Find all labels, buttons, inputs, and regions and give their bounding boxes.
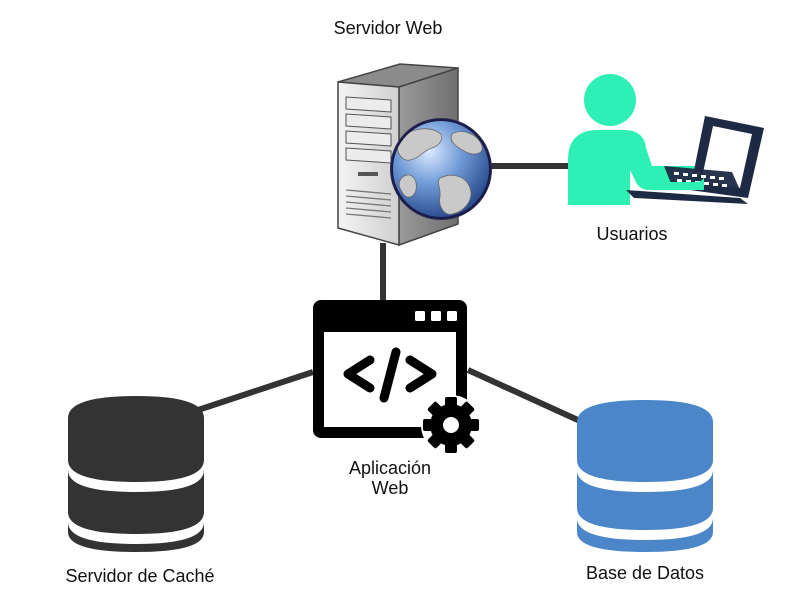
web-server-label: Servidor Web [333, 18, 443, 38]
code-window-gear-icon [313, 300, 481, 455]
blue-database-icon [577, 400, 713, 552]
user-at-laptop-icon [568, 74, 764, 205]
globe-icon [390, 118, 492, 220]
connectors [191, 163, 582, 424]
code-brackets-icon [343, 347, 437, 403]
connector-app-database [466, 367, 582, 424]
web-app-label-line2: Web [371, 478, 409, 498]
window-dots [415, 311, 457, 321]
gear-icon [421, 395, 481, 455]
database-label: Base de Datos [585, 563, 705, 583]
web-app-label-line1: Aplicación [348, 458, 432, 478]
cache-server-label: Servidor de Caché [65, 566, 215, 586]
user-head [584, 74, 636, 126]
laptop-icon [626, 116, 764, 204]
connector-app-cache [191, 369, 314, 415]
users-label: Usuarios [596, 224, 668, 244]
server-with-globe-icon [337, 63, 492, 247]
cache-database-icon [68, 396, 204, 552]
